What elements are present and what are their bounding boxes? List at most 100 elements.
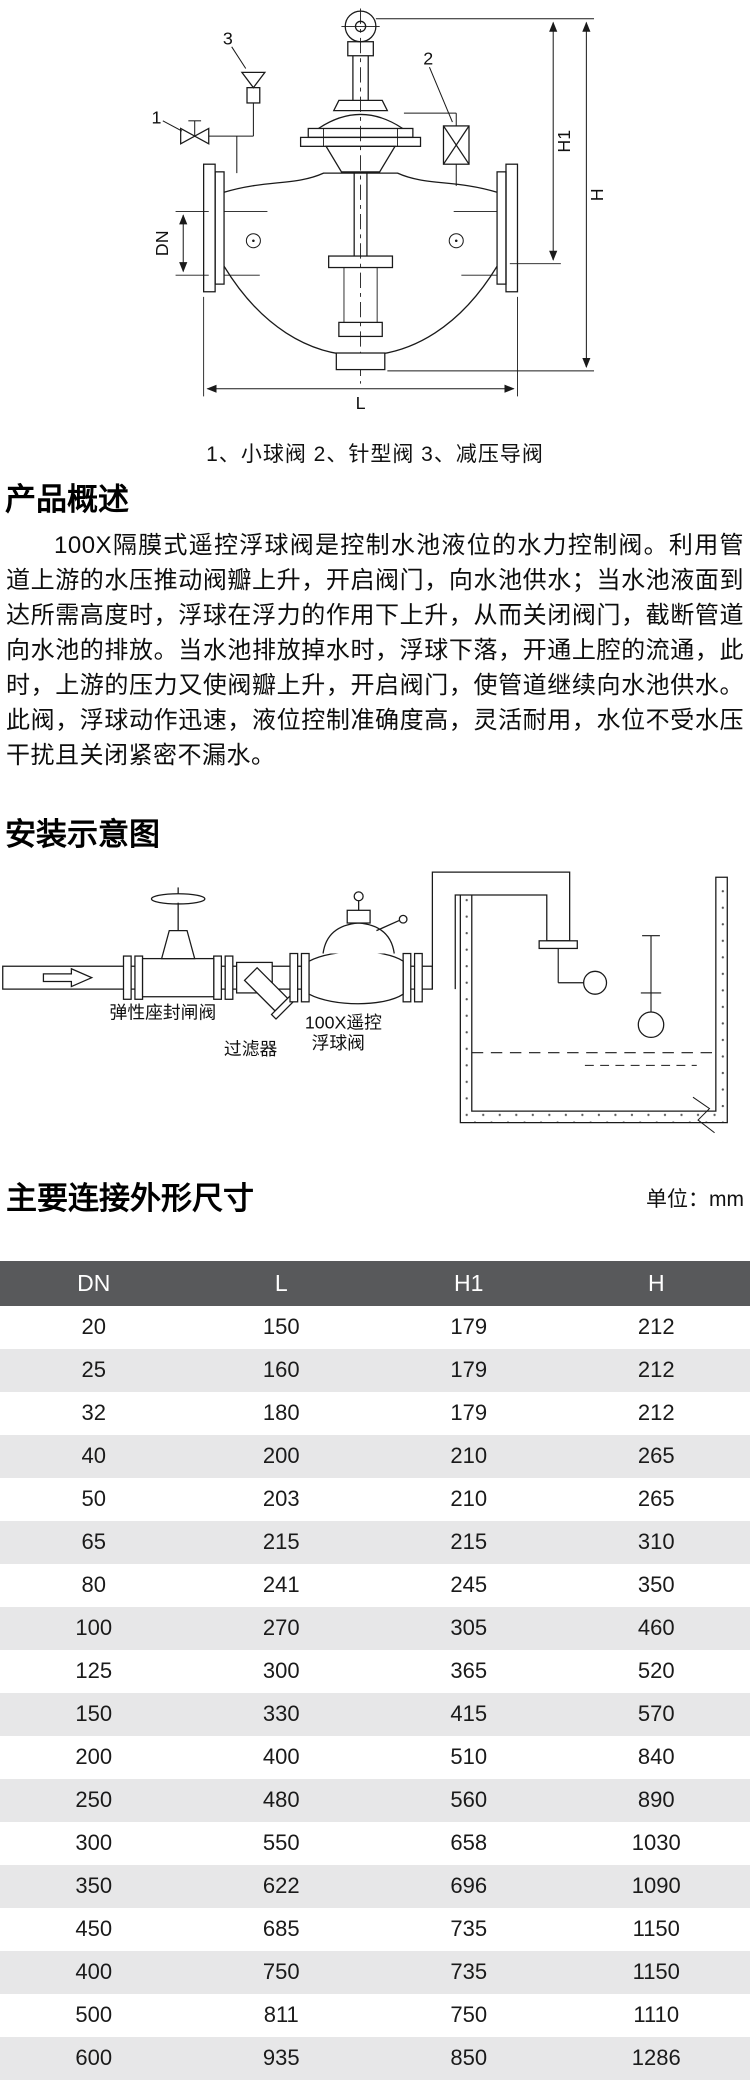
dim-label-h: H bbox=[587, 188, 607, 201]
dimension-cell: 150 bbox=[188, 1306, 376, 1349]
dimensions-table-head: DN L H1 H bbox=[0, 1261, 750, 1306]
gate-valve bbox=[123, 888, 232, 1000]
column-header-h1: H1 bbox=[375, 1261, 563, 1306]
dimension-cell: 32 bbox=[0, 1392, 188, 1435]
dimension-cell: 265 bbox=[563, 1435, 750, 1478]
dimension-cell: 40 bbox=[0, 1435, 188, 1478]
dimension-cell: 750 bbox=[188, 1951, 376, 1994]
dimension-cell: 215 bbox=[375, 1521, 563, 1564]
dimension-cell: 200 bbox=[0, 1736, 188, 1779]
dimension-cell: 215 bbox=[188, 1521, 376, 1564]
dimension-cell: 270 bbox=[188, 1607, 376, 1650]
dimension-cell: 550 bbox=[188, 1822, 376, 1865]
dimension-cell: 1150 bbox=[563, 1908, 750, 1951]
dimension-cell: 100 bbox=[0, 1607, 188, 1650]
dimension-cell: 735 bbox=[375, 1951, 563, 1994]
installation-labels: 弹性座封闸阀 过滤器 100X遥控 浮球阀 bbox=[110, 1003, 383, 1060]
dimension-cell: 1030 bbox=[563, 1822, 750, 1865]
dimension-cell: 935 bbox=[188, 2037, 376, 2080]
dimension-cell: 350 bbox=[563, 1564, 750, 1607]
dimension-cell: 300 bbox=[188, 1650, 376, 1693]
dimension-cell: 560 bbox=[375, 1779, 563, 1822]
dimension-cell: 20 bbox=[0, 1306, 188, 1349]
dim-label-h1: H1 bbox=[554, 130, 574, 153]
dimension-cell: 203 bbox=[188, 1478, 376, 1521]
dimension-cell: 510 bbox=[375, 1736, 563, 1779]
dimension-cell: 241 bbox=[188, 1564, 376, 1607]
dimension-cell: 890 bbox=[563, 1779, 750, 1822]
callout-2-label: 2 bbox=[423, 49, 433, 69]
dimension-cell: 685 bbox=[188, 1908, 376, 1951]
dimensions-header: DN L H1 H bbox=[0, 1261, 750, 1306]
dimension-cell: 600 bbox=[0, 2037, 188, 2080]
dimension-cell: 460 bbox=[563, 1607, 750, 1650]
dimension-cell: 200 bbox=[188, 1435, 376, 1478]
dimension-cell: 480 bbox=[188, 1779, 376, 1822]
dimension-cell: 160 bbox=[188, 1349, 376, 1392]
column-header-h: H bbox=[563, 1261, 750, 1306]
dimension-cell: 212 bbox=[563, 1306, 750, 1349]
label-strainer: 过滤器 bbox=[224, 1039, 278, 1059]
riser-pipe bbox=[432, 872, 569, 989]
dimension-cell: 210 bbox=[375, 1478, 563, 1521]
dimension-cell: 750 bbox=[375, 1994, 563, 2037]
dimension-cell: 1110 bbox=[563, 1994, 750, 2037]
float-control-valve bbox=[290, 892, 422, 1004]
dimension-cell: 735 bbox=[375, 1908, 563, 1951]
label-float-valve-line2: 浮球阀 bbox=[312, 1033, 365, 1053]
dimension-cell: 212 bbox=[563, 1392, 750, 1435]
overview-title: 产品概述 bbox=[0, 482, 750, 518]
valve-figure: 1 2 3 DN L H1 H bbox=[132, 6, 750, 432]
label-float-valve-line1: 100X遥控 bbox=[305, 1013, 382, 1033]
dimensions-header-row: 主要连接外形尺寸 单位：mm bbox=[0, 1181, 750, 1217]
figure-caption: 1、小球阀 2、针型阀 3、减压导阀 bbox=[0, 438, 750, 468]
dimension-cell: 350 bbox=[0, 1865, 188, 1908]
water-tank bbox=[460, 878, 727, 1123]
dimension-cell: 179 bbox=[375, 1392, 563, 1435]
dimension-cell: 811 bbox=[188, 1994, 376, 2037]
dimension-cell: 65 bbox=[0, 1521, 188, 1564]
dim-label-dn: DN bbox=[152, 230, 172, 256]
callout-1-label: 1 bbox=[151, 107, 161, 127]
dimension-cell: 1150 bbox=[563, 1951, 750, 1994]
dimension-cell: 179 bbox=[375, 1306, 563, 1349]
dimension-cell: 330 bbox=[188, 1693, 376, 1736]
dimension-cell: 265 bbox=[563, 1478, 750, 1521]
unit-label: 单位：mm bbox=[646, 1183, 744, 1217]
dimension-cell: 622 bbox=[188, 1865, 376, 1908]
dimension-cell: 300 bbox=[0, 1822, 188, 1865]
dimension-cell: 400 bbox=[188, 1736, 376, 1779]
dimension-cell: 245 bbox=[375, 1564, 563, 1607]
dimension-cell: 840 bbox=[563, 1736, 750, 1779]
dimension-cell: 850 bbox=[375, 2037, 563, 2080]
dimension-cell: 25 bbox=[0, 1349, 188, 1392]
valve-linework bbox=[163, 9, 594, 397]
dimension-cell: 520 bbox=[563, 1650, 750, 1693]
dimension-cell: 180 bbox=[188, 1392, 376, 1435]
dimension-cell: 50 bbox=[0, 1478, 188, 1521]
dimension-cell: 1286 bbox=[563, 2037, 750, 2080]
dimension-cell: 1090 bbox=[563, 1865, 750, 1908]
dimension-cell: 250 bbox=[0, 1779, 188, 1822]
dimension-cell: 310 bbox=[563, 1521, 750, 1564]
dimension-cell: 570 bbox=[563, 1693, 750, 1736]
dimension-cell: 450 bbox=[0, 1908, 188, 1951]
dim-label-l: L bbox=[356, 393, 366, 413]
installation-title: 安装示意图 bbox=[0, 817, 750, 853]
dimension-cell: 696 bbox=[375, 1865, 563, 1908]
column-header-dn: DN bbox=[0, 1261, 188, 1306]
